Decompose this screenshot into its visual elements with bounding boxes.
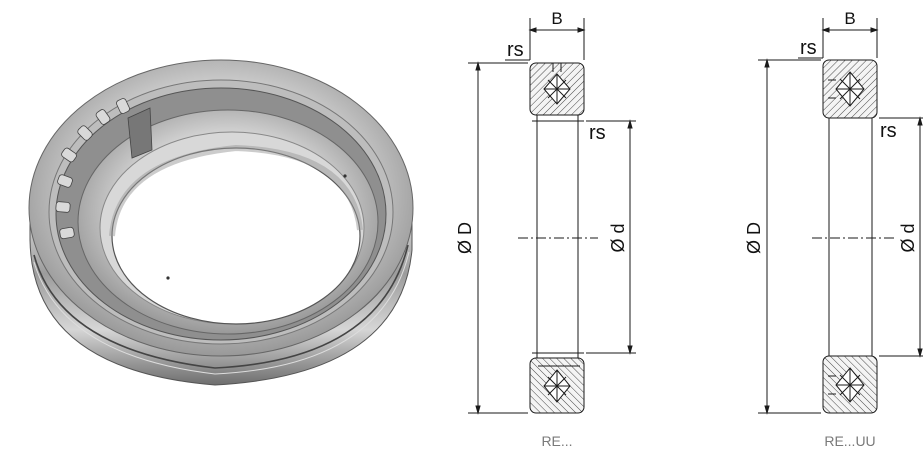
drawing-re-uu [758, 18, 923, 415]
re-uu-caption: RE...UU [824, 433, 875, 449]
re-bore-diameter-label: Ø d [608, 223, 628, 252]
re-uu-chamfer-top-label: rs [800, 37, 817, 59]
re-caption: RE... [541, 433, 572, 449]
re-chamfer-inner-label: rs [589, 122, 606, 144]
top-section [529, 62, 585, 116]
re-chamfer-top-label: rs [507, 39, 524, 61]
re-uu-width-label: B [844, 9, 855, 28]
top-section-uu [822, 59, 878, 119]
bottom-section-uu [822, 355, 878, 414]
re-width-label: B [551, 9, 562, 28]
re-outer-diameter-label: Ø D [455, 222, 475, 254]
bottom-section [529, 357, 585, 414]
bearing-photo [28, 59, 414, 386]
re-uu-chamfer-inner-label: rs [880, 120, 897, 142]
drawing-re [468, 18, 636, 415]
re-uu-bore-diameter-label: Ø d [898, 223, 918, 252]
re-uu-outer-diameter-label: Ø D [744, 222, 764, 254]
